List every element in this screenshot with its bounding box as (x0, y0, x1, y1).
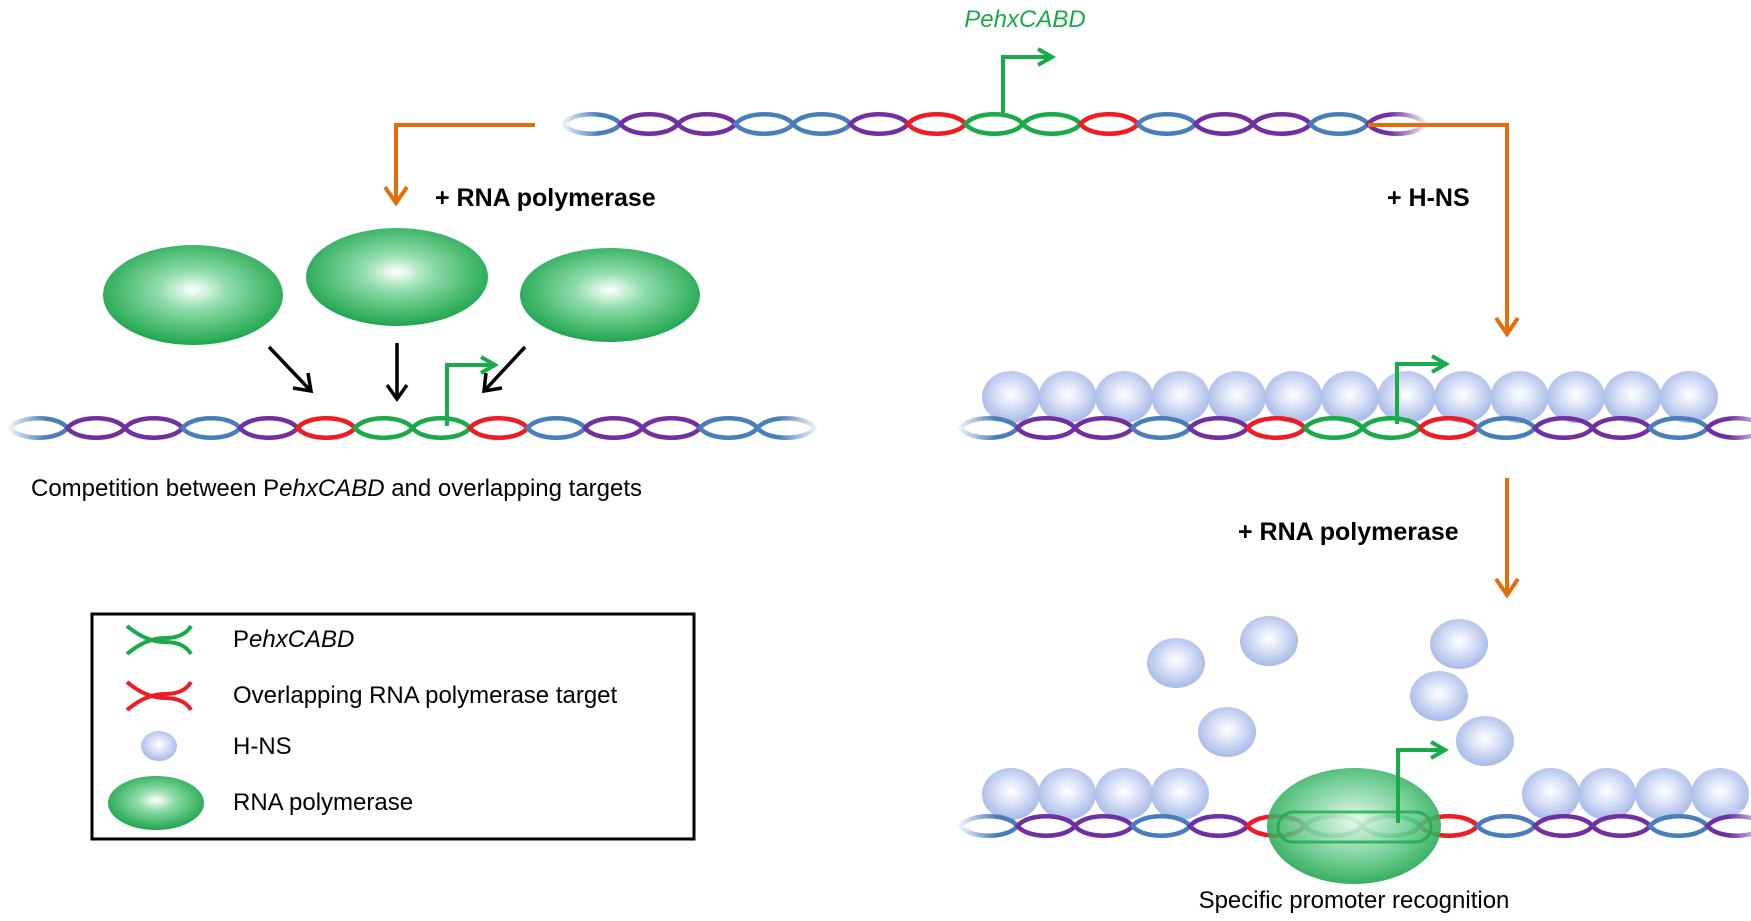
legend-label-overlap: Overlapping RNA polymerase target (233, 682, 618, 709)
dna-strand-left (6, 411, 819, 445)
legend-rnap-icon (108, 776, 204, 830)
legend-label-rnap: RNA polymerase (233, 789, 413, 816)
flow-arrow-right-2 (1494, 478, 1520, 599)
binding-arrow-1 (267, 345, 314, 394)
caption-right: Specific promoter recognition (1199, 887, 1510, 914)
step-label-left: + RNA polymerase (435, 184, 656, 212)
flow-arrow-right-1 (1368, 123, 1520, 338)
promoter-arrow-top (1001, 47, 1057, 113)
legend-promoter-icon (125, 624, 193, 656)
hns-released (1147, 616, 1514, 766)
step-label-right-rnap: + RNA polymerase (1238, 518, 1459, 546)
dna-strand-top (559, 107, 1430, 141)
rnap-ellipse-2 (306, 228, 488, 326)
promoter-arrow-left (445, 355, 500, 426)
promoter-arrow-right-2 (1396, 740, 1450, 823)
rnap-bound-promoter (1267, 768, 1441, 884)
legend-label-promoter: PehxCABD (233, 626, 354, 653)
rnap-ellipse-1 (103, 245, 283, 345)
hns-row-remaining (982, 768, 1749, 820)
promoter-arrow-right-1 (1395, 354, 1451, 424)
legend-hns-icon (141, 731, 177, 761)
legend-label-hns: H-NS (233, 733, 292, 760)
rnap-ellipse-3 (520, 248, 700, 342)
binding-arrow-3 (482, 345, 527, 394)
hns-row-bound (982, 371, 1718, 423)
binding-arrow-2 (385, 343, 409, 403)
promoter-label-top: PehxCABD (964, 6, 1085, 33)
flow-arrow-left (383, 123, 535, 207)
legend-overlap-icon (125, 680, 193, 712)
step-label-right-hns: + H-NS (1387, 184, 1470, 212)
dna-strand-right-hns (956, 411, 1751, 445)
promoter-segment-covered (1276, 810, 1433, 844)
caption-left: Competition between PehxCABD and overlap… (31, 475, 642, 502)
